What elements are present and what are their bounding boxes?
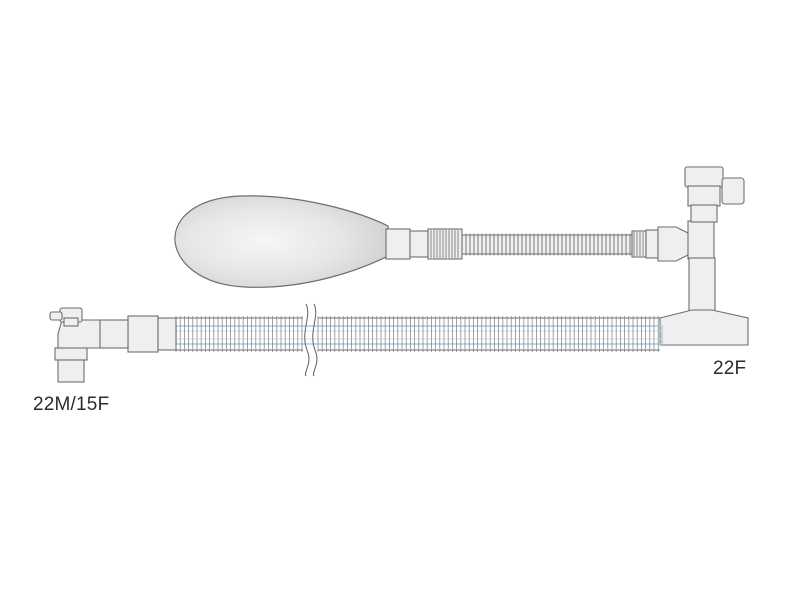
top-valve-cap bbox=[684, 166, 745, 223]
luer-sample-port bbox=[49, 307, 83, 327]
elbow-connector bbox=[54, 319, 101, 383]
left-cuff bbox=[99, 315, 177, 353]
bag-neck-connector bbox=[385, 228, 429, 260]
left-connector-label: 22M/15F bbox=[33, 394, 110, 415]
vertical-t-branch bbox=[688, 257, 716, 313]
lower-corrugated-hose bbox=[175, 316, 660, 352]
right-connector-label: 22F bbox=[713, 358, 747, 379]
lower-t-piece bbox=[659, 309, 749, 346]
hose-break-mark bbox=[304, 303, 318, 377]
reservoir-bag bbox=[174, 195, 389, 288]
upper-elbow bbox=[645, 220, 715, 262]
upper-hose-cuff bbox=[427, 228, 647, 260]
upper-corrugated-hose bbox=[461, 233, 632, 256]
